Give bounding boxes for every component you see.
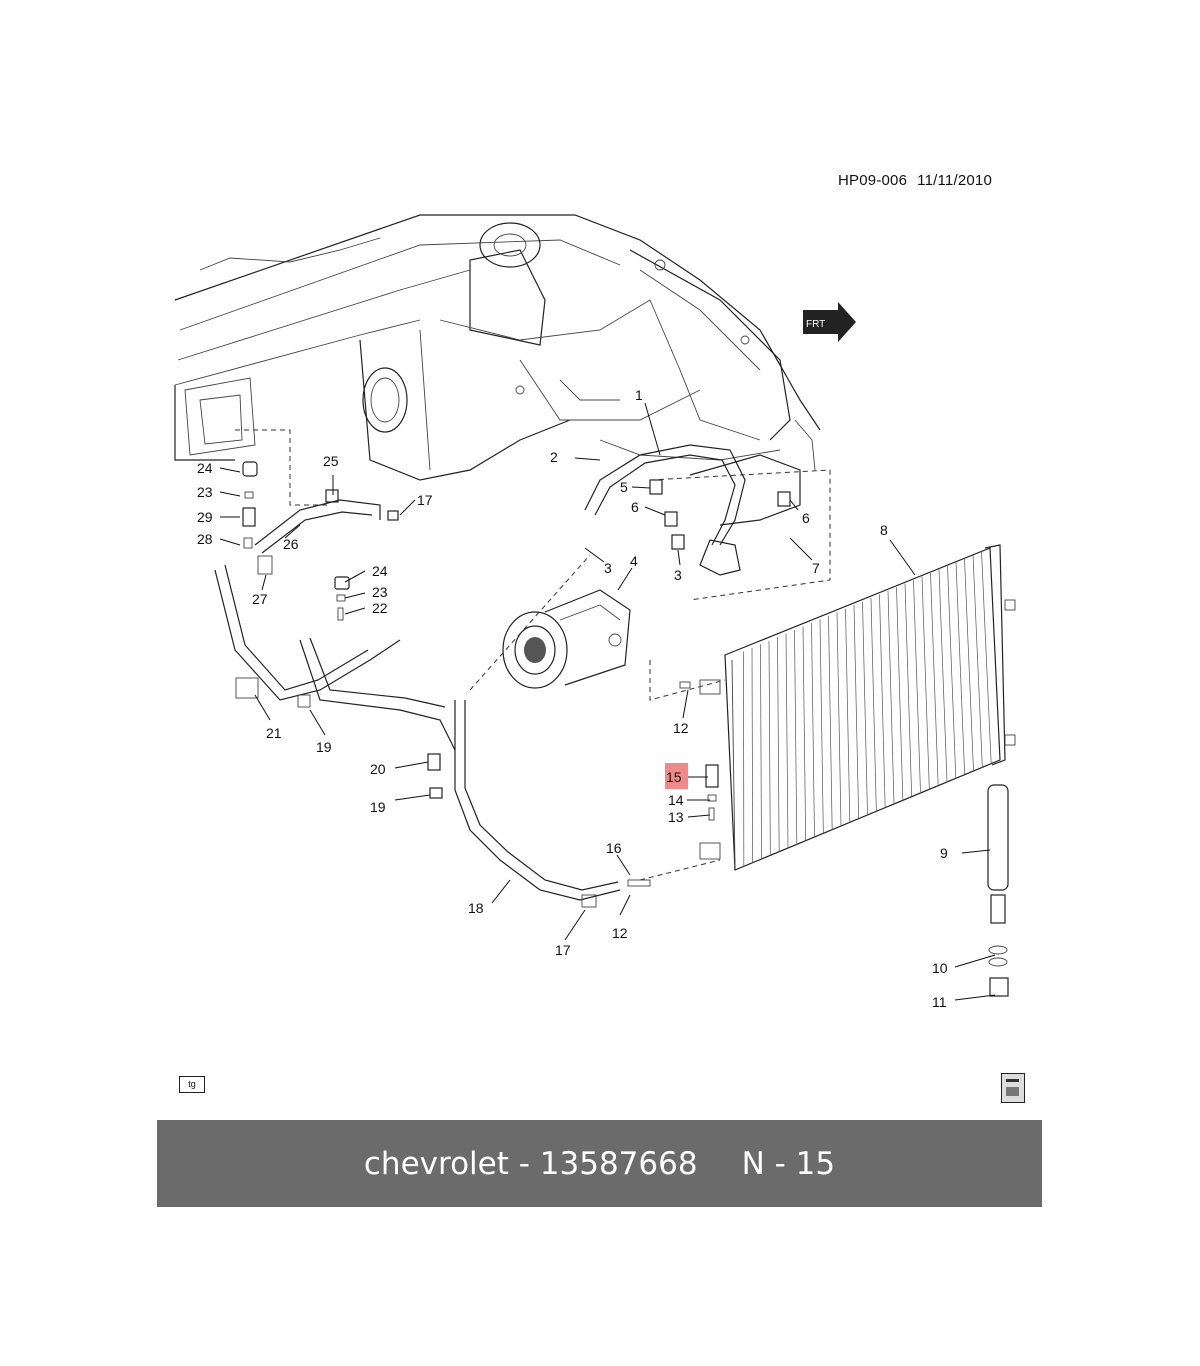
callout-14: 14 <box>668 792 684 808</box>
condenser-fin <box>777 637 780 852</box>
condenser-fin <box>785 633 789 849</box>
callout-5: 5 <box>620 479 628 495</box>
condenser-fin <box>904 583 913 797</box>
condenser-fin <box>879 594 886 808</box>
fastener-parts <box>242 461 719 887</box>
document-id: HP09-006 11/11/2010 <box>838 172 1002 189</box>
callout-9: 9 <box>940 845 948 861</box>
condenser-fin <box>955 562 966 775</box>
condenser-fin <box>972 555 983 768</box>
callout-17: 17 <box>417 492 433 508</box>
ac-hose-upper <box>584 444 801 576</box>
callout-23b: 23 <box>372 584 388 600</box>
callout-3b: 3 <box>674 567 682 583</box>
callout-1: 1 <box>635 387 643 403</box>
condenser-fin <box>913 580 921 794</box>
condenser-fin <box>870 597 877 812</box>
callout-18: 18 <box>468 900 484 916</box>
callout-8: 8 <box>880 522 888 538</box>
condenser <box>699 544 1016 871</box>
condenser-fin <box>751 647 754 863</box>
callout-7: 7 <box>812 560 820 576</box>
condenser-fin <box>887 590 895 805</box>
book-icon <box>1001 1073 1025 1103</box>
callout-leaders <box>219 402 996 1001</box>
callout-19: 19 <box>316 739 332 755</box>
callout-2: 2 <box>550 449 558 465</box>
tg-icon: tg <box>179 1076 205 1093</box>
callout-numbers: 1 2 3 3 4 5 6 6 7 8 9 10 11 12 12 13 14 … <box>197 387 948 1010</box>
callout-12: 12 <box>673 720 689 736</box>
callout-27: 27 <box>252 591 268 607</box>
condenser-fin <box>794 630 798 845</box>
callout-25: 25 <box>323 453 339 469</box>
vehicle-body-structure <box>174 214 821 481</box>
ac-hose-lower <box>454 700 621 908</box>
callout-29: 29 <box>197 509 213 525</box>
callout-20: 20 <box>370 761 386 777</box>
ac-compressor <box>502 589 631 689</box>
condenser-fin <box>921 576 930 790</box>
condenser-fin <box>964 558 974 772</box>
callout-4: 4 <box>630 553 638 569</box>
callout-16: 16 <box>606 840 622 856</box>
callout-28: 28 <box>197 531 213 547</box>
callout-15: 15 <box>666 769 682 785</box>
left-hose-assembly <box>214 499 456 751</box>
callout-22: 22 <box>372 600 388 616</box>
front-arrow-label: FRT <box>806 319 825 330</box>
condenser-fin <box>811 622 815 838</box>
part-banner: chevrolet - 13587668 N - 15 <box>157 1120 1042 1207</box>
front-direction-arrow: FRT <box>803 302 856 342</box>
banner-reference: N - 15 <box>741 1145 836 1182</box>
condenser-fin <box>819 619 824 834</box>
callout-6b: 6 <box>802 510 810 526</box>
condenser-fin <box>947 565 957 779</box>
document-date: 11/11/2010 <box>917 172 993 189</box>
document-code: HP09-006 <box>838 172 908 189</box>
banner-dash: - <box>518 1145 530 1182</box>
condenser-fin <box>768 640 771 856</box>
condenser-fin <box>845 608 851 823</box>
callout-26: 26 <box>283 536 299 552</box>
callout-17b: 17 <box>555 942 571 958</box>
condenser-fin <box>930 572 939 786</box>
condenser-fin <box>836 612 842 827</box>
callout-19b: 19 <box>370 799 386 815</box>
callout-6: 6 <box>631 499 639 515</box>
callout-23: 23 <box>197 484 213 500</box>
callout-11: 11 <box>932 994 947 1010</box>
receiver-dryer <box>987 784 1009 997</box>
condenser-fin <box>828 615 833 830</box>
banner-make: chevrolet <box>363 1145 509 1182</box>
condenser-fin <box>802 626 807 841</box>
callout-3: 3 <box>604 560 612 576</box>
callout-24: 24 <box>197 460 213 476</box>
callout-21: 21 <box>266 725 282 741</box>
condenser-fin <box>853 605 860 819</box>
callout-10: 10 <box>932 960 948 976</box>
condenser-fin <box>896 587 904 801</box>
condenser-fin <box>981 551 992 764</box>
condenser-fin <box>938 569 948 783</box>
condenser-fin <box>862 601 868 816</box>
reference-lines <box>235 429 831 881</box>
condenser-fin <box>760 644 762 860</box>
callout-24b: 24 <box>372 563 388 579</box>
callout-12b: 12 <box>612 925 628 941</box>
highlight-box-15 <box>665 763 688 789</box>
banner-part-number: 13587668 <box>539 1145 698 1182</box>
callout-13: 13 <box>668 809 684 825</box>
